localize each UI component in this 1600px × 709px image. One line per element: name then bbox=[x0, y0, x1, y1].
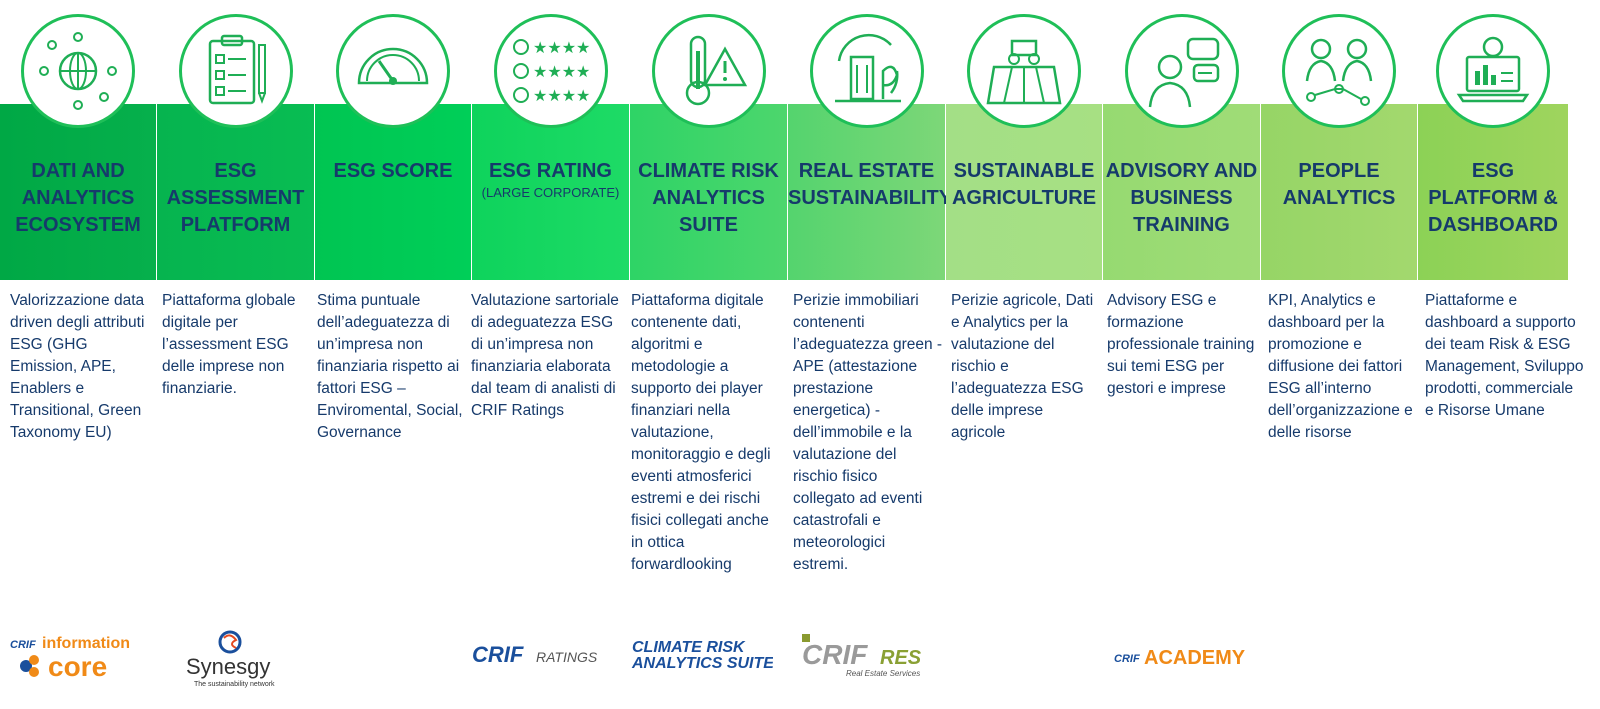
column-title-text: REAL ESTATE SUSTAINABILITY bbox=[788, 160, 953, 209]
column-panel bbox=[1418, 104, 1568, 280]
tractor-field-icon bbox=[986, 39, 1062, 105]
svg-text:CRIF: CRIF bbox=[802, 639, 868, 670]
column-panel bbox=[630, 104, 787, 280]
svg-text:information: information bbox=[42, 635, 130, 652]
logo-graphic: CRIF ACADEMY bbox=[1114, 647, 1246, 669]
svg-text:CRIF: CRIF bbox=[1114, 653, 1140, 665]
gauge-icon bbox=[357, 47, 429, 85]
column-description: Valutazione sartoriale di adeguatezza ES… bbox=[471, 292, 619, 419]
icon-circle bbox=[967, 14, 1081, 128]
crif-academy-logo: CRIF ACADEMY bbox=[1112, 630, 1252, 690]
icon-circle bbox=[1124, 14, 1239, 128]
column-description: Valorizzazione data driven degli attribu… bbox=[10, 292, 145, 441]
star-rating-faces-icon: ★★★★★ ★★★★★ ★★★★★ bbox=[512, 39, 591, 105]
svg-text:Real Estate Services: Real Estate Services bbox=[846, 669, 920, 678]
svg-text:ANALYTICS SUITE: ANALYTICS SUITE bbox=[631, 655, 773, 672]
column-title-text: ESG PLATFORM & DASHBOARD bbox=[1428, 160, 1558, 236]
svg-text:CRIF: CRIF bbox=[10, 639, 36, 651]
column-description: Stima puntuale dell’adeguatezza di un’im… bbox=[317, 292, 463, 441]
svg-text:★★★★★: ★★★★★ bbox=[533, 88, 591, 105]
svg-text:CRIF: CRIF bbox=[472, 642, 524, 667]
column-title-text: CLIMATE RISK ANALYTICS SUITE bbox=[638, 160, 779, 236]
column-panel bbox=[157, 104, 314, 280]
column-panel bbox=[472, 104, 629, 280]
clipboard-checklist-icon bbox=[208, 34, 266, 105]
icon-circle bbox=[21, 14, 135, 128]
column-description: KPI, Analytics e dashboard per la promoz… bbox=[1268, 292, 1413, 441]
advisor-chat-icon bbox=[1148, 37, 1219, 108]
svg-text:Synesgy: Synesgy bbox=[186, 654, 270, 679]
column-title: PEOPLE ANALYTICS bbox=[1261, 158, 1417, 212]
svg-text:RATINGS: RATINGS bbox=[536, 649, 598, 665]
icon-circle bbox=[336, 14, 450, 128]
column-panel bbox=[315, 104, 471, 280]
column-title-text: ESG RATING bbox=[489, 160, 612, 182]
green-building-icon bbox=[834, 33, 901, 103]
column-title-text: DATI AND ANALYTICS ECOSYSTEM bbox=[15, 160, 141, 236]
column-title: CLIMATE RISK ANALYTICS SUITE bbox=[630, 158, 787, 239]
icon-circle bbox=[178, 14, 293, 128]
globe-network-icon bbox=[39, 32, 117, 110]
column-title: REAL ESTATE SUSTAINABILITY bbox=[788, 158, 952, 212]
column-title: DATI AND ANALYTICS ECOSYSTEM bbox=[0, 158, 156, 239]
column-subtitle: (LARGE CORPORATE) bbox=[481, 185, 620, 200]
column-title-text: ESG SCORE bbox=[333, 160, 453, 182]
column-panel bbox=[788, 104, 945, 280]
icon-circle: ★★★★★ ★★★★★ ★★★★★ bbox=[493, 14, 608, 128]
icon-circle bbox=[809, 14, 924, 128]
column-title: ESG ASSESSMENT PLATFORM bbox=[157, 158, 314, 239]
svg-text:core: core bbox=[48, 651, 107, 682]
column-panel bbox=[0, 104, 156, 280]
svg-text:RES: RES bbox=[880, 647, 922, 669]
icon-circle bbox=[1282, 14, 1396, 128]
column-title: SUSTAINABLE AGRICULTURE bbox=[946, 158, 1102, 212]
svg-text:CLIMATE RISK: CLIMATE RISK bbox=[632, 639, 746, 656]
column-description: Piattaforma globale digitale per l’asses… bbox=[162, 292, 296, 397]
icon-circle bbox=[651, 14, 766, 128]
column-title: ADVISORY AND BUSINESS TRAINING bbox=[1103, 158, 1260, 239]
svg-text:★★★★★: ★★★★★ bbox=[533, 40, 591, 57]
people-network-icon bbox=[1305, 38, 1373, 106]
column-description: Piattaforme e dashboard a supporto dei t… bbox=[1425, 292, 1584, 419]
column-panel bbox=[1103, 104, 1260, 280]
column-panel bbox=[1261, 104, 1417, 280]
column-title-text: SUSTAINABLE AGRICULTURE bbox=[951, 160, 1097, 209]
column-title-text: PEOPLE ANALYTICS bbox=[1282, 160, 1396, 209]
thermometer-warning-icon bbox=[685, 35, 747, 106]
column-title-text: ESG ASSESSMENT PLATFORM bbox=[166, 160, 305, 236]
column-title: ESG SCORE bbox=[315, 158, 471, 185]
svg-text:The sustainability network: The sustainability network bbox=[194, 681, 275, 688]
column-title: ESG PLATFORM & DASHBOARD bbox=[1418, 158, 1568, 239]
laptop-dashboard-icon bbox=[1456, 36, 1530, 103]
column-title: ESG RATING (LARGE CORPORATE) bbox=[472, 158, 629, 201]
column-description: Piattaforma digitale contenente dati, al… bbox=[631, 292, 771, 573]
svg-text:ACADEMY: ACADEMY bbox=[1144, 647, 1246, 669]
column-description: Perizie agricole, Dati e Analytics per l… bbox=[951, 292, 1094, 441]
column-title-text: ADVISORY AND BUSINESS TRAINING bbox=[1105, 160, 1258, 236]
logo-graphic: CRIF RATINGS bbox=[472, 642, 598, 667]
column-description: Perizie immobiliari contenenti l’adeguat… bbox=[793, 292, 943, 573]
svg-text:★★★★★: ★★★★★ bbox=[533, 64, 591, 81]
column-panel bbox=[946, 104, 1102, 280]
icon-circle bbox=[1436, 14, 1550, 128]
crif-ratings-logo: CRIF RATINGS bbox=[470, 630, 610, 690]
column-description: Advisory ESG e formazione professionale … bbox=[1107, 292, 1255, 397]
